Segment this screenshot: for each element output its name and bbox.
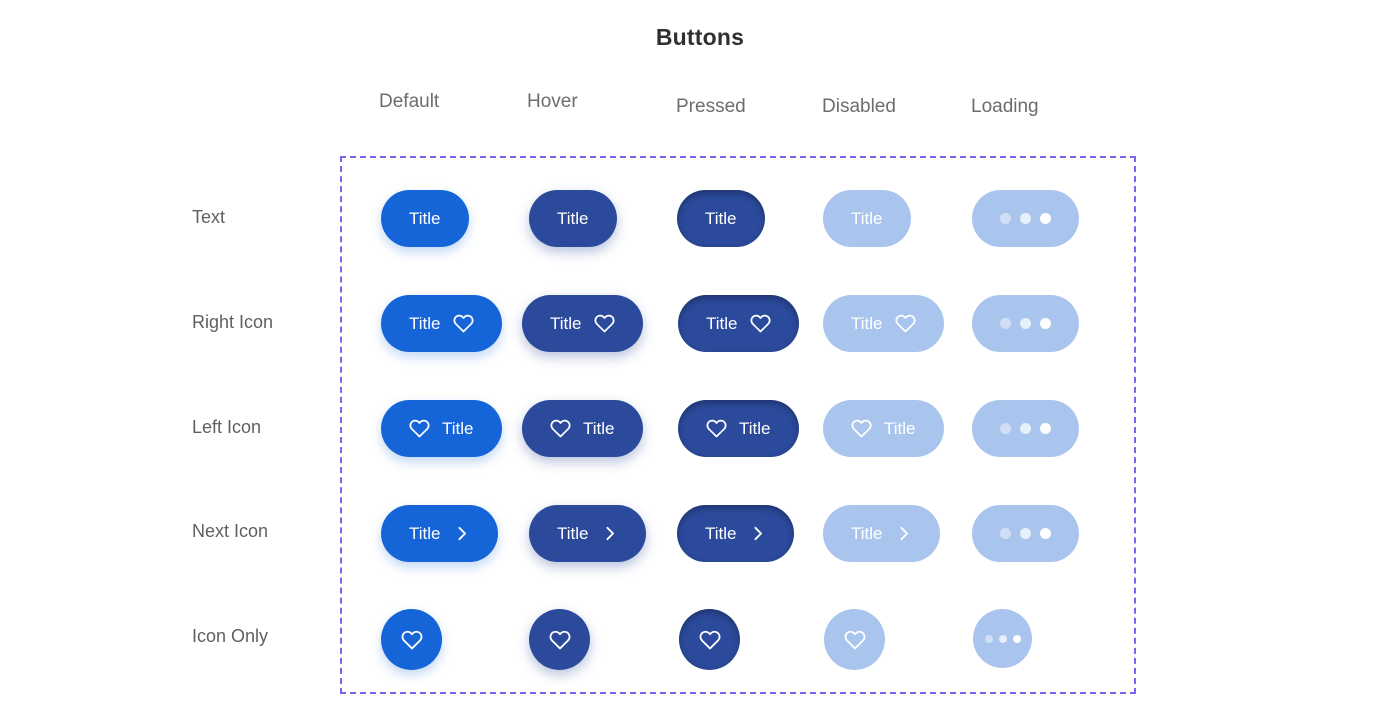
button-icon-only-loading: [973, 609, 1032, 668]
button-right-icon-hover[interactable]: Title: [522, 295, 643, 352]
heart-icon: [409, 418, 430, 439]
button-label: Title: [557, 524, 589, 543]
button-label: Title: [550, 314, 582, 333]
heart-icon: [699, 629, 721, 651]
button-right-icon-pressed[interactable]: Title: [678, 295, 799, 352]
button-left-icon-disabled: Title: [823, 400, 944, 457]
button-icon-only-default[interactable]: [381, 609, 442, 670]
button-label: Title: [706, 314, 738, 333]
button-right-icon-loading: [972, 295, 1079, 352]
page-title: Buttons: [655, 24, 745, 50]
button-label: Title: [409, 524, 441, 543]
button-next-icon-pressed[interactable]: Title: [677, 505, 794, 562]
button-text-disabled: Title: [823, 190, 911, 247]
button-label: Title: [851, 524, 883, 543]
button-label: Title: [442, 419, 474, 438]
button-icon-only-hover[interactable]: [529, 609, 590, 670]
heart-icon: [750, 313, 771, 334]
heart-icon: [706, 418, 727, 439]
button-next-icon-default[interactable]: Title: [381, 505, 498, 562]
button-label: Title: [851, 209, 883, 228]
button-label: Title: [705, 524, 737, 543]
button-label: Title: [739, 419, 771, 438]
button-label: Title: [583, 419, 615, 438]
button-label: Title: [884, 419, 916, 438]
chevron-right-icon: [749, 525, 766, 542]
loading-dots-icon: [1000, 423, 1051, 434]
button-text-default[interactable]: Title: [381, 190, 469, 247]
button-next-icon-loading: [972, 505, 1079, 562]
row-label-next-icon: Next Icon: [192, 521, 269, 541]
heart-icon: [851, 418, 872, 439]
row-label-icon-only: Icon Only: [192, 626, 269, 646]
chevron-right-icon: [601, 525, 618, 542]
button-label: Title: [409, 209, 441, 228]
row-label-right-icon: Right Icon: [192, 312, 274, 332]
spec-frame-dashed-border: [340, 156, 1136, 694]
column-header-hover: Hover: [527, 91, 578, 112]
chevron-right-icon: [895, 525, 912, 542]
button-left-icon-hover[interactable]: Title: [522, 400, 643, 457]
button-label: Title: [557, 209, 589, 228]
chevron-right-icon: [453, 525, 470, 542]
button-label: Title: [705, 209, 737, 228]
loading-dots-icon: [1000, 213, 1051, 224]
button-text-hover[interactable]: Title: [529, 190, 617, 247]
loading-dots-icon: [984, 634, 1021, 643]
loading-dots-icon: [1000, 528, 1051, 539]
heart-icon: [844, 629, 866, 651]
button-next-icon-disabled: Title: [823, 505, 940, 562]
button-right-icon-default[interactable]: Title: [381, 295, 502, 352]
heart-icon: [401, 629, 423, 651]
button-left-icon-pressed[interactable]: Title: [678, 400, 799, 457]
button-left-icon-loading: [972, 400, 1079, 457]
loading-dots-icon: [1000, 318, 1051, 329]
row-label-left-icon: Left Icon: [192, 417, 262, 437]
button-text-pressed[interactable]: Title: [677, 190, 765, 247]
button-icon-only-pressed[interactable]: [679, 609, 740, 670]
heart-icon: [895, 313, 916, 334]
heart-icon: [453, 313, 474, 334]
button-icon-only-disabled: [824, 609, 885, 670]
column-header-pressed: Pressed: [676, 96, 746, 117]
button-next-icon-hover[interactable]: Title: [529, 505, 646, 562]
button-text-loading: [972, 190, 1079, 247]
button-label: Title: [851, 314, 883, 333]
column-header-loading: Loading: [971, 96, 1039, 117]
column-header-default: Default: [379, 91, 440, 112]
button-left-icon-default[interactable]: Title: [381, 400, 502, 457]
column-header-disabled: Disabled: [822, 96, 896, 117]
heart-icon: [550, 418, 571, 439]
heart-icon: [594, 313, 615, 334]
button-label: Title: [409, 314, 441, 333]
button-right-icon-disabled: Title: [823, 295, 944, 352]
heart-icon: [549, 629, 571, 651]
row-label-text: Text: [192, 207, 226, 227]
